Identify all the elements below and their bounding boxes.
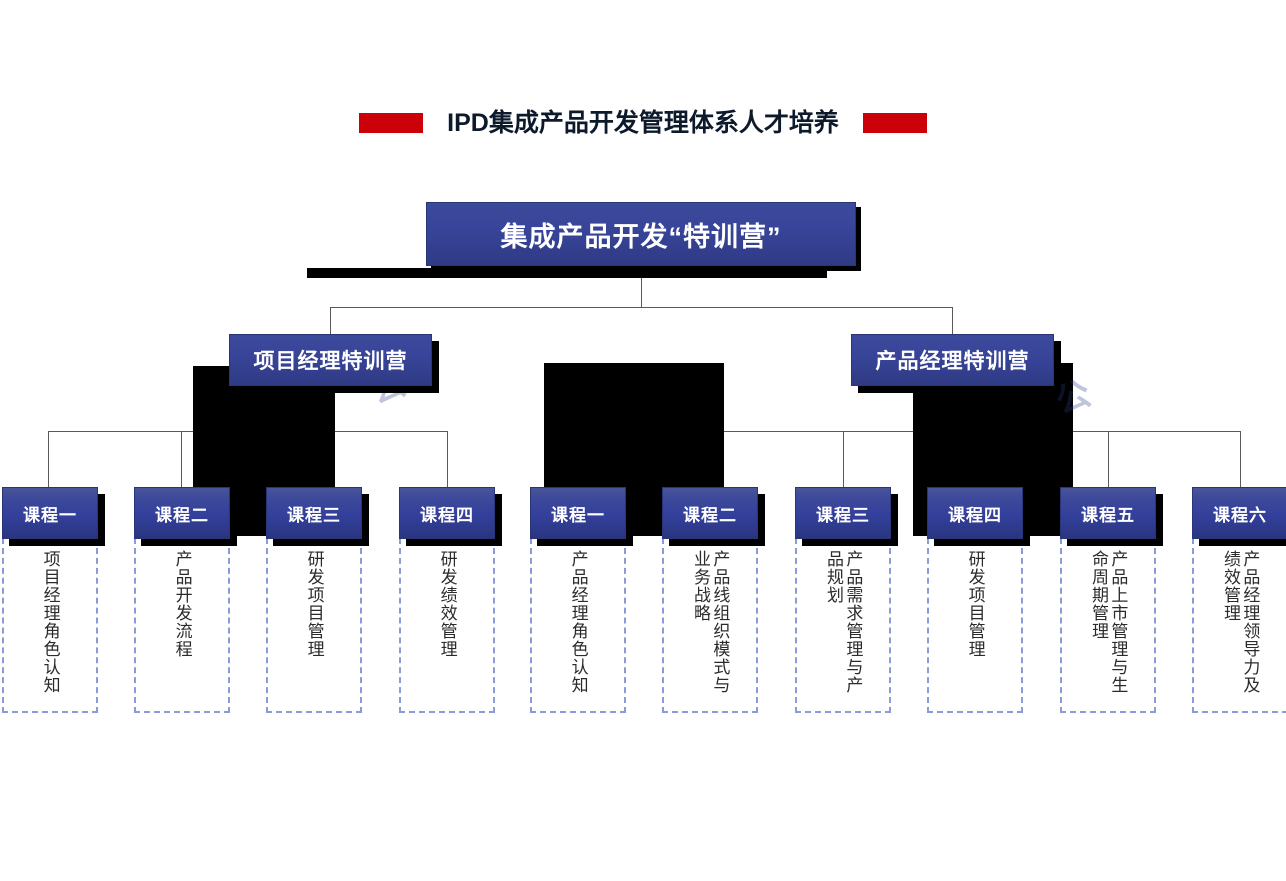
leaf-card[interactable]: 课程五 产品上市管理与生 命周期管理	[1060, 487, 1156, 713]
root-node-label: 集成产品开发“特训营”	[500, 221, 782, 252]
leaf-body: 研发绩效管理	[399, 538, 495, 713]
leaf-header-label: 课程六	[1213, 505, 1267, 525]
leaf-header-label: 课程三	[816, 505, 870, 525]
leaf-header-label: 课程二	[683, 505, 737, 525]
connector-right-group-spine	[578, 431, 1240, 432]
level2-node-label: 项目经理特训营	[253, 350, 408, 373]
level2-node-label: 产品经理特训营	[875, 350, 1030, 373]
leaf-card[interactable]: 课程六 产品经理领导力及 绩效管理	[1192, 487, 1286, 713]
leaf-header[interactable]: 课程二	[134, 487, 230, 539]
title-accent-bar-left	[359, 113, 424, 133]
render-artifact-block	[307, 268, 827, 278]
level2-node-product-manager[interactable]: 产品经理特训营	[851, 334, 1054, 386]
root-node[interactable]: 集成产品开发“特训营”	[426, 202, 856, 266]
connector-leaf-drop-7	[843, 431, 844, 487]
leaf-header[interactable]: 课程六	[1192, 487, 1286, 539]
leaf-header[interactable]: 课程四	[927, 487, 1023, 539]
leaf-card[interactable]: 课程三 产品需求管理与产 品规划	[795, 487, 891, 713]
connector-leaf-drop-2	[181, 431, 182, 487]
leaf-body-line: 品规划	[824, 550, 843, 604]
leaf-body-line: 命周期管理	[1089, 550, 1108, 640]
connector-lvl2-left-drop	[330, 307, 331, 335]
leaf-header[interactable]: 课程二	[662, 487, 758, 539]
leaf-body-line: 研发绩效管理	[437, 550, 457, 658]
leaf-body-line: 产品经理角色认知	[568, 550, 588, 694]
leaf-body-line: 产品需求管理与产	[843, 550, 863, 694]
leaf-body: 研发项目管理	[927, 538, 1023, 713]
leaf-body-line: 研发项目管理	[304, 550, 324, 658]
connector-leaf-drop-9	[1108, 431, 1109, 487]
leaf-header-label: 课程一	[551, 505, 605, 525]
leaf-header-label: 课程二	[155, 505, 209, 525]
leaf-card[interactable]: 课程一 产品经理角色认知	[530, 487, 626, 713]
leaf-body: 产品经理角色认知	[530, 538, 626, 713]
leaf-card[interactable]: 课程三 研发项目管理	[266, 487, 362, 713]
connector-leaf-drop-10	[1240, 431, 1241, 487]
leaf-body-line: 产品线组织模式与	[710, 550, 730, 694]
leaf-header-label: 课程一	[23, 505, 77, 525]
leaf-header[interactable]: 课程一	[530, 487, 626, 539]
leaf-card[interactable]: 课程一 项目经理角色认知	[2, 487, 98, 713]
level2-node-project-manager[interactable]: 项目经理特训营	[229, 334, 432, 386]
connector-leaf-drop-1	[48, 431, 49, 487]
leaf-header[interactable]: 课程三	[795, 487, 891, 539]
connector-lvl2-right-drop	[952, 307, 953, 335]
diagram-title: IPD集成产品开发管理体系人才培养	[0, 105, 1286, 141]
connector-root-stem	[641, 266, 642, 307]
leaf-body: 研发项目管理	[266, 538, 362, 713]
leaf-header-label: 课程三	[287, 505, 341, 525]
leaf-header[interactable]: 课程三	[266, 487, 362, 539]
title-accent-bar-right	[862, 113, 927, 133]
leaf-body-line: 绩效管理	[1221, 550, 1240, 622]
leaf-body: 产品开发流程	[134, 538, 230, 713]
leaf-body: 产品经理领导力及 绩效管理	[1192, 538, 1286, 713]
title-text: IPD集成产品开发管理体系人才培养	[447, 108, 839, 137]
leaf-header-label: 课程四	[948, 505, 1002, 525]
leaf-body: 产品需求管理与产 品规划	[795, 538, 891, 713]
leaf-header[interactable]: 课程一	[2, 487, 98, 539]
leaf-card[interactable]: 课程二 产品线组织模式与 业务战略	[662, 487, 758, 713]
leaf-card[interactable]: 课程四 研发项目管理	[927, 487, 1023, 713]
leaf-header-label: 课程五	[1081, 505, 1135, 525]
leaf-header-label: 课程四	[420, 505, 474, 525]
leaf-body-line: 业务战略	[691, 550, 710, 622]
leaf-body: 项目经理角色认知	[2, 538, 98, 713]
leaf-header[interactable]: 课程五	[1060, 487, 1156, 539]
leaf-body-line: 产品开发流程	[172, 550, 192, 658]
leaf-body: 产品上市管理与生 命周期管理	[1060, 538, 1156, 713]
connector-leaf-drop-4	[447, 431, 448, 487]
leaf-body: 产品线组织模式与 业务战略	[662, 538, 758, 713]
leaf-body-line: 项目经理角色认知	[40, 550, 60, 694]
leaf-body-line: 产品经理领导力及	[1240, 550, 1260, 694]
leaf-card[interactable]: 课程四 研发绩效管理	[399, 487, 495, 713]
leaf-body-line: 产品上市管理与生	[1108, 550, 1128, 694]
connector-root-spine	[330, 307, 953, 308]
leaf-card[interactable]: 课程二 产品开发流程	[134, 487, 230, 713]
leaf-header[interactable]: 课程四	[399, 487, 495, 539]
leaf-body-line: 研发项目管理	[965, 550, 985, 658]
